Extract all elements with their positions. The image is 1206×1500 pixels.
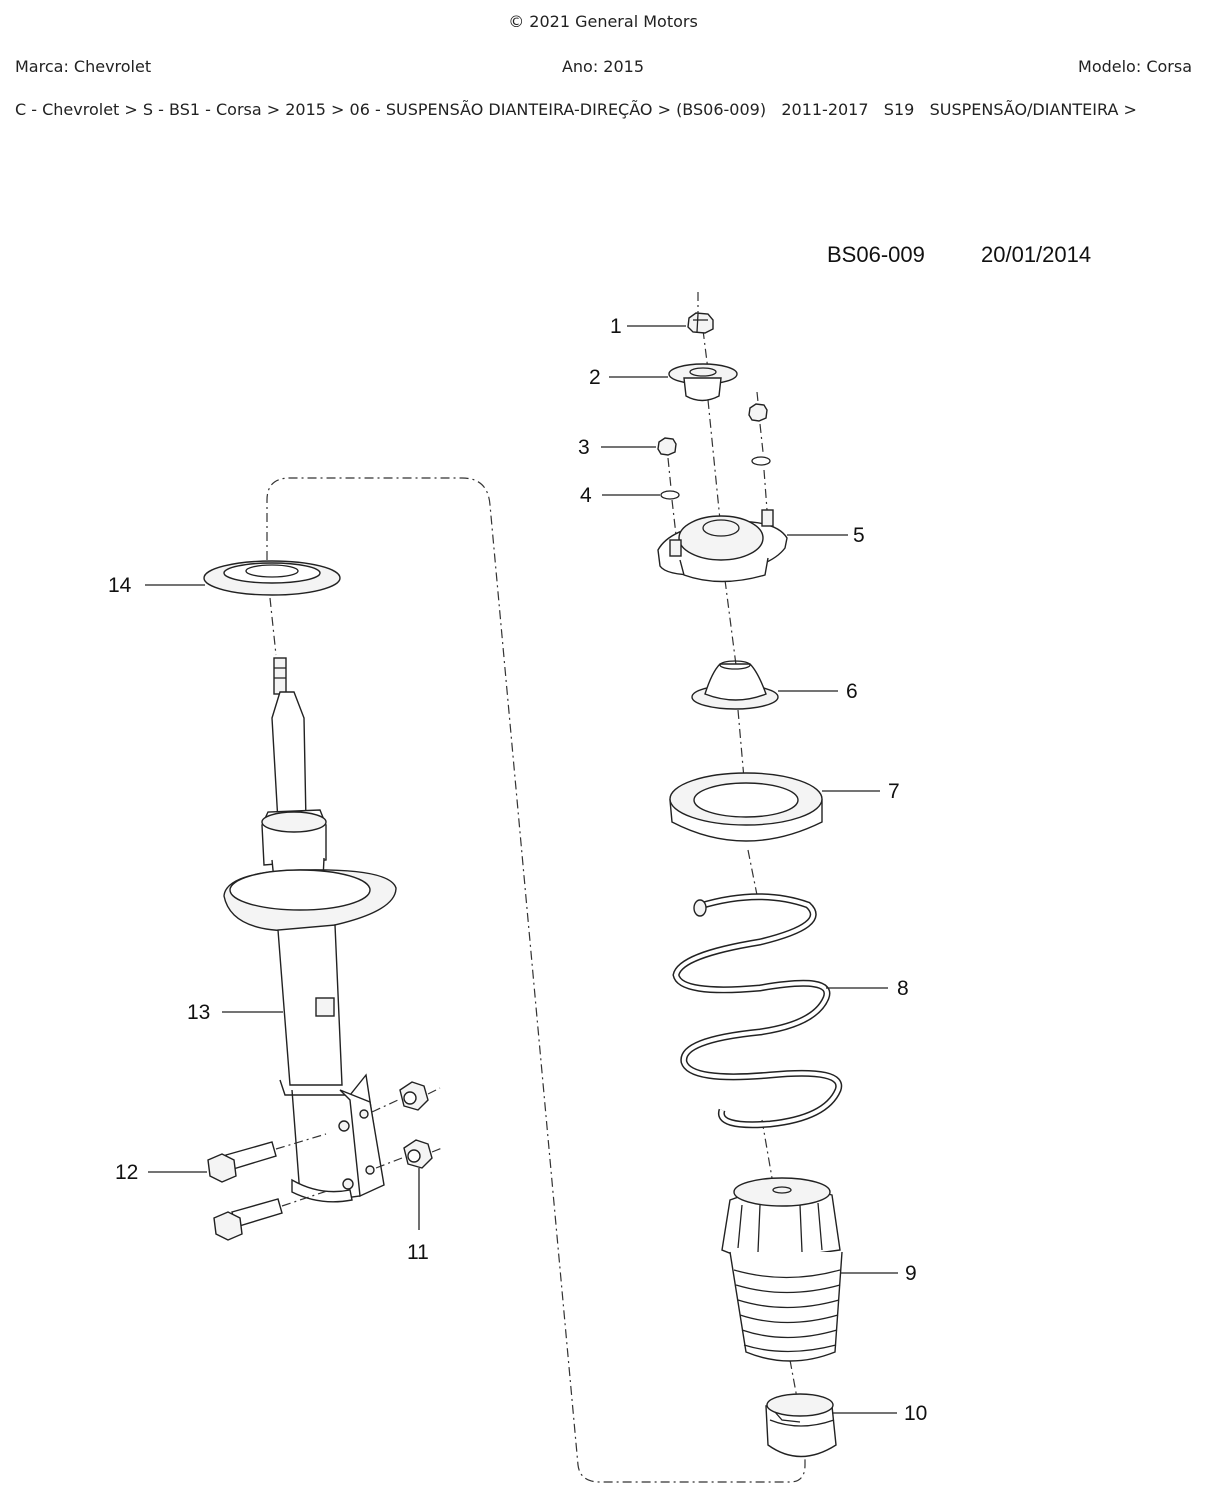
part-11-nuts[interactable]	[371, 1081, 443, 1169]
part-9-dust-boot[interactable]	[721, 1177, 843, 1362]
diagram-code: BS06-009	[827, 242, 925, 267]
copyright-text: © 2021 General Motors	[508, 12, 698, 31]
breadcrumb-year[interactable]: 2015	[285, 100, 326, 119]
breadcrumb-section[interactable]: (BS06-009) 2011-2017 S19 SUSPENSÃO/DIANT…	[676, 100, 1119, 119]
part-10-bump-stop[interactable]	[765, 1393, 837, 1458]
breadcrumb-brand[interactable]: C - Chevrolet	[15, 100, 120, 119]
part-4-washers[interactable]	[660, 456, 771, 500]
callout-4: 4	[580, 484, 592, 507]
part-7-spring-seat[interactable]	[669, 772, 823, 842]
part-12-bolts[interactable]	[207, 1133, 331, 1241]
callout-2: 2	[589, 366, 601, 389]
model-label: Modelo: Corsa	[1078, 57, 1192, 76]
part-14-upper-seat[interactable]	[203, 560, 341, 596]
callout-11: 11	[407, 1241, 429, 1264]
callout-6: 6	[846, 680, 858, 703]
breadcrumb-separator: >	[325, 100, 350, 119]
part-5-top-mount[interactable]	[657, 509, 788, 583]
strut-axis-line	[269, 597, 277, 656]
callout-5: 5	[853, 524, 865, 547]
part-8-coil-spring[interactable]	[672, 893, 843, 1129]
breadcrumb-separator: >	[1118, 100, 1137, 119]
callout-1: 1	[610, 315, 622, 338]
breadcrumb: C - Chevrolet > S - BS1 - Corsa > 2015 >…	[15, 100, 1137, 119]
breadcrumb-separator: >	[119, 100, 143, 119]
callout-10: 10	[904, 1402, 927, 1425]
part-1-nut[interactable]	[687, 312, 714, 334]
part-3-nuts[interactable]	[657, 391, 768, 536]
part-2-plate[interactable]	[668, 363, 738, 402]
right-stack-axis	[697, 292, 798, 1399]
breadcrumb-separator: >	[261, 100, 286, 119]
callout-13: 13	[187, 1001, 210, 1024]
brand-label: Marca: Chevrolet	[15, 57, 152, 76]
callout-9: 9	[905, 1262, 917, 1285]
year-label: Ano: 2015	[561, 57, 645, 76]
callout-8: 8	[897, 977, 909, 1000]
callout-14: 14	[108, 574, 132, 597]
assembly-path-line	[266, 477, 806, 1483]
part-13-strut[interactable]	[223, 657, 397, 1203]
breadcrumb-group[interactable]: 06 - SUSPENSÃO DIANTEIRA-DIREÇÃO	[349, 100, 653, 119]
callout-12: 12	[115, 1161, 138, 1184]
callout-3: 3	[578, 436, 590, 459]
breadcrumb-model[interactable]: S - BS1 - Corsa	[142, 100, 262, 119]
diagram-date: 20/01/2014	[981, 242, 1091, 267]
breadcrumb-separator: >	[652, 100, 677, 119]
callout-7: 7	[888, 780, 900, 803]
part-6-bearing[interactable]	[691, 660, 779, 710]
